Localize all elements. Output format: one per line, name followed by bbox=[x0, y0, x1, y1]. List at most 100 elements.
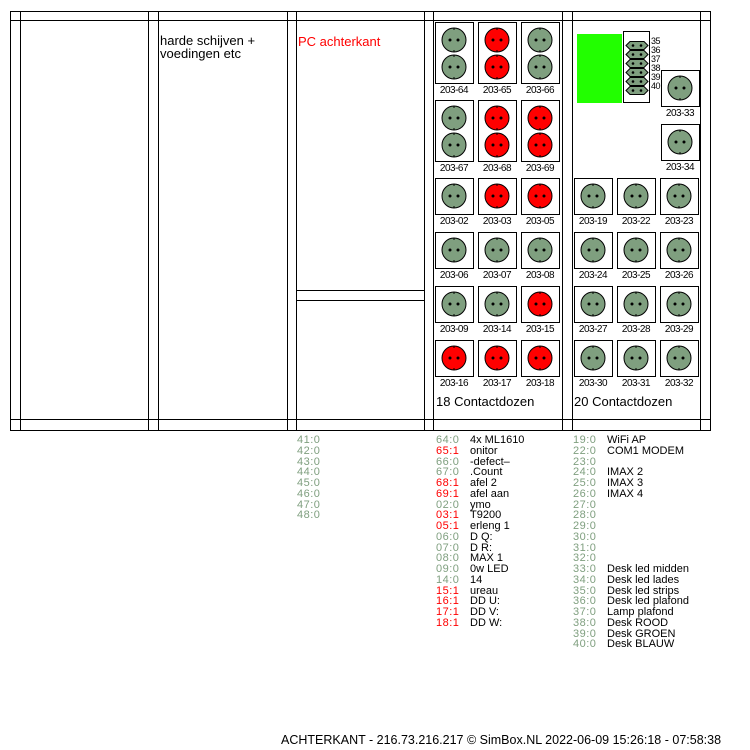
divider-line bbox=[700, 11, 701, 431]
status-row: 48:0 bbox=[297, 510, 331, 521]
device-name: IMAX 2 bbox=[607, 466, 644, 479]
outlet-203-69[interactable] bbox=[521, 100, 560, 162]
status-code: 41:0 bbox=[297, 434, 321, 446]
status-code: 65:1 bbox=[436, 444, 460, 457]
outlet-203-09[interactable] bbox=[435, 286, 474, 323]
outlet-203-64[interactable] bbox=[435, 22, 474, 84]
outlet-203-31[interactable] bbox=[617, 340, 656, 377]
status-row: 23:0 bbox=[573, 456, 689, 468]
green-panel bbox=[577, 34, 622, 103]
status-code: 33:0 bbox=[573, 563, 597, 575]
outlet-label: 203-67 bbox=[439, 163, 469, 174]
device-name: DD U: bbox=[470, 595, 500, 608]
outlet-203-26[interactable] bbox=[660, 232, 699, 269]
status-code: 30:0 bbox=[573, 530, 597, 543]
outlet-label: 203-34 bbox=[665, 162, 695, 173]
divider-line bbox=[10, 20, 710, 21]
outlet-203-14[interactable] bbox=[478, 286, 517, 323]
outlet-203-32[interactable] bbox=[660, 340, 699, 377]
outlet-203-19[interactable] bbox=[574, 178, 613, 215]
divider-line bbox=[287, 11, 288, 431]
outlet-203-17[interactable] bbox=[478, 340, 517, 377]
outlet-203-07[interactable] bbox=[478, 232, 517, 269]
socket-icon bbox=[666, 183, 692, 209]
outlet-203-34[interactable] bbox=[661, 124, 700, 161]
socket-icon bbox=[623, 291, 649, 317]
device-name: IMAX 4 bbox=[607, 487, 644, 500]
divider-line bbox=[10, 11, 710, 12]
socket-icon bbox=[527, 345, 553, 371]
outlet-203-24[interactable] bbox=[574, 232, 613, 269]
status-code: 45:0 bbox=[297, 477, 321, 489]
status-row: 42:0 bbox=[297, 445, 331, 457]
outlet-203-33[interactable] bbox=[661, 70, 700, 107]
divider-line bbox=[710, 11, 711, 431]
status-code: 32:0 bbox=[573, 552, 597, 565]
status-row: 29:0 bbox=[573, 521, 689, 532]
status-row: 66:0-defect– bbox=[436, 456, 524, 468]
device-name: IMAX 3 bbox=[607, 477, 644, 489]
status-row: 31:0 bbox=[573, 542, 689, 554]
outlet-203-68[interactable] bbox=[478, 100, 517, 162]
strip-label: 37 bbox=[651, 54, 661, 64]
socket-icon bbox=[441, 345, 467, 371]
outlet-label: 203-26 bbox=[664, 270, 694, 281]
outlet-203-02[interactable] bbox=[435, 178, 474, 215]
outlet-203-67[interactable] bbox=[435, 100, 474, 162]
status-row: 46:0 bbox=[297, 488, 331, 500]
outlet-203-06[interactable] bbox=[435, 232, 474, 269]
device-name: ureau bbox=[470, 584, 499, 597]
outlet-label: 203-65 bbox=[482, 85, 512, 96]
status-row: 67:0.Count bbox=[436, 467, 524, 478]
outlet-203-65[interactable] bbox=[478, 22, 517, 84]
outlet-203-30[interactable] bbox=[574, 340, 613, 377]
outlet-203-23[interactable] bbox=[660, 178, 699, 215]
device-name: DD W: bbox=[470, 616, 503, 629]
strip-plug-icon bbox=[625, 82, 649, 100]
strip-plug-icon bbox=[625, 73, 649, 91]
status-code: 15:1 bbox=[436, 584, 460, 597]
device-name: Desk led plafond bbox=[607, 595, 689, 608]
outlet-203-15[interactable] bbox=[521, 286, 560, 323]
socket-icon bbox=[623, 345, 649, 371]
strip-label: 38 bbox=[651, 63, 661, 73]
outlet-203-29[interactable] bbox=[660, 286, 699, 323]
outlet-label: 203-07 bbox=[482, 270, 512, 281]
status-code: 26:0 bbox=[573, 487, 597, 500]
device-name: MAX 1 bbox=[470, 552, 504, 565]
outlet-203-05[interactable] bbox=[521, 178, 560, 215]
outlet-203-66[interactable] bbox=[521, 22, 560, 84]
divider-line bbox=[296, 300, 424, 301]
outlet-203-28[interactable] bbox=[617, 286, 656, 323]
divider-line bbox=[10, 430, 710, 431]
outlet-203-08[interactable] bbox=[521, 232, 560, 269]
socket-icon bbox=[484, 183, 510, 209]
group1-label: 18 Contactdozen bbox=[436, 394, 535, 409]
socket-icon bbox=[666, 345, 692, 371]
status-row: 43:0 bbox=[297, 456, 331, 468]
footer-status: ACHTERKANT - 216.73.216.217 © SimBox.NL … bbox=[281, 733, 722, 747]
disks-label: harde schijven + voedingen etc bbox=[160, 33, 256, 61]
outlet-203-27[interactable] bbox=[574, 286, 613, 323]
outlet-203-03[interactable] bbox=[478, 178, 517, 215]
outlet-203-16[interactable] bbox=[435, 340, 474, 377]
socket-icon bbox=[667, 75, 693, 101]
device-name: 0w LED bbox=[470, 563, 509, 575]
outlet-203-25[interactable] bbox=[617, 232, 656, 269]
outlet-203-22[interactable] bbox=[617, 178, 656, 215]
device-name: 4x ML1610 bbox=[470, 434, 525, 446]
outlet-203-18[interactable] bbox=[521, 340, 560, 377]
status-code: 24:0 bbox=[573, 466, 597, 479]
status-code: 18:1 bbox=[436, 616, 460, 629]
